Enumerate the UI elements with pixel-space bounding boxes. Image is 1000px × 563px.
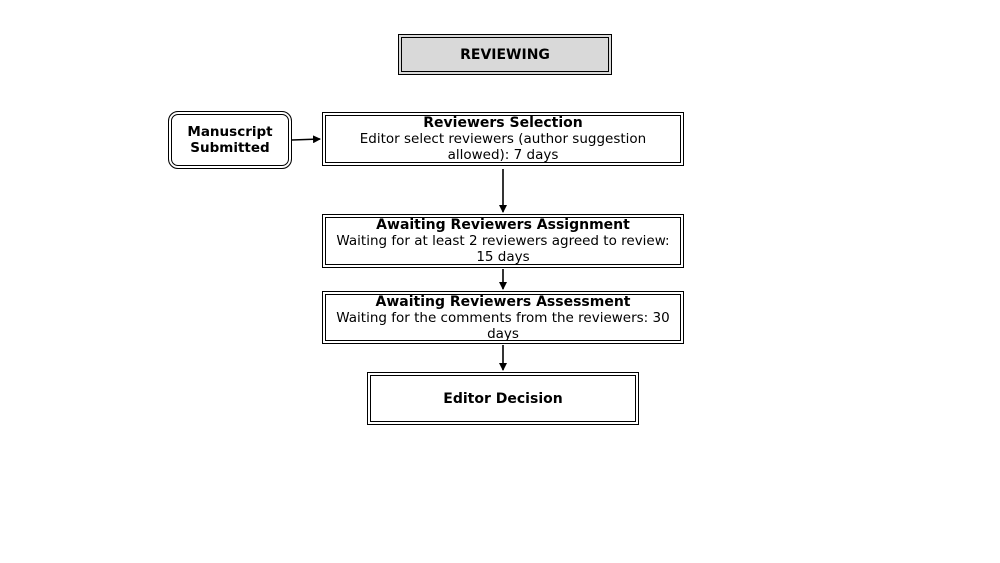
step-description: Editor select reviewers (author suggesti… — [359, 131, 647, 163]
step-heading: Awaiting Reviewers Assignment — [376, 217, 630, 233]
arrow-start-to-selection — [291, 135, 321, 144]
start-node-line1: Manuscript — [187, 124, 273, 140]
step-heading: Reviewers Selection — [423, 115, 583, 131]
start-node-line2: Submitted — [190, 140, 270, 156]
step-description: Waiting for the comments from the review… — [336, 309, 670, 342]
awaiting-reviewers-assignment-node: Awaiting Reviewers Assignment Waiting fo… — [322, 214, 684, 268]
diagram-title-box: REVIEWING — [398, 34, 612, 75]
end-node-label: Editor Decision — [443, 390, 563, 407]
awaiting-reviewers-assessment-node: Awaiting Reviewers Assessment Waiting fo… — [322, 291, 684, 344]
editor-decision-node: Editor Decision — [367, 372, 639, 425]
manuscript-submitted-node: Manuscript Submitted — [168, 111, 292, 169]
step-description: Waiting for at least 2 reviewers agreed … — [336, 233, 670, 265]
step-heading: Awaiting Reviewers Assessment — [375, 293, 631, 310]
reviewers-selection-node: Reviewers Selection Editor select review… — [322, 112, 684, 166]
diagram-title: REVIEWING — [460, 46, 550, 63]
